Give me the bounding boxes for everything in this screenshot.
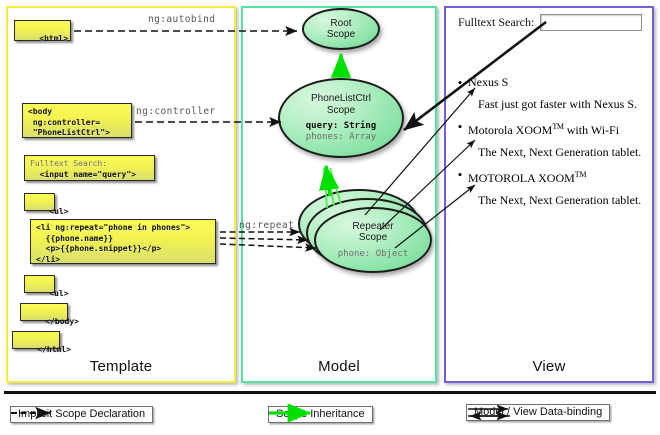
list-item[interactable]: • MOTOROLA XOOMTM The Next, Next Generat… [452, 167, 648, 208]
view-item-snippet: The Next, Next Generation tablet. [478, 193, 642, 207]
code-box-ul-close-text: <ul> [49, 289, 69, 298]
code-box-fulltext-search: Fulltext Search: <input name="query"> [24, 155, 155, 181]
code-box-html-close: </html> [12, 331, 71, 354]
code-box-ul-open: <ul> [24, 193, 69, 216]
code-line-body-3: "PhoneListCtrl"> [28, 128, 110, 137]
scope-repeater-title: Repeater Scope [352, 221, 393, 244]
view-item-trademark: TM [552, 122, 564, 131]
view-item-snippet: The Next, Next Generation tablet. [478, 145, 642, 159]
scope-root: Root Scope [302, 8, 380, 50]
list-item[interactable]: • Nexus S Fast just got faster with Nexu… [452, 75, 648, 112]
view-item-name-tail: with Wi-Fi [563, 123, 620, 137]
code-line-li-3: <p>{{phone.snippet}}</p> [36, 244, 162, 253]
view-search-label: Fulltext Search: [458, 15, 535, 29]
label-ng-repeat: ng:repeat [239, 220, 295, 231]
legend-green-arrow-icon [269, 403, 312, 423]
bullet-icon: • [457, 167, 463, 182]
view-content: Fulltext Search: • Nexus S Fast just got… [452, 14, 648, 208]
scope-phonelistctrl: PhoneListCtrl Scope query: String phones… [278, 78, 404, 158]
code-box-html-open-text: <html> [39, 34, 69, 43]
code-line-li-4: </li> [36, 254, 61, 264]
scope-phonelistctrl-props: query: String phones: Array [306, 121, 376, 143]
view-search-row: Fulltext Search: [452, 14, 648, 31]
legend-divider [4, 391, 656, 394]
legend-scope-inheritance: Scope Inheritance [268, 403, 373, 423]
legend-model-view-data-binding: Model / View Data-binding [466, 404, 611, 421]
code-box-html-open: <html> [14, 20, 71, 43]
code-box-html-close-text: </html> [37, 345, 71, 354]
scope-root-title-line1: Root [330, 17, 352, 29]
label-ng-controller: ng:controller [136, 106, 216, 117]
legend-dashed-arrow-icon [11, 406, 51, 420]
scope-prop-phone: phone: Object [337, 248, 409, 259]
scope-repeater-props: phone: Object [338, 249, 408, 260]
scope-repeater-title-line2: Scope [358, 232, 388, 243]
code-box-body-close: </body> [20, 303, 79, 326]
legend-implicit-scope-declaration: Implicit Scope Declaration [10, 406, 154, 423]
view-item-name: MOTOROLA XOOMTM [468, 167, 587, 186]
scope-phonelistctrl-title-line1: PhoneListCtrl [310, 93, 372, 104]
code-box-body-close-text: </body> [45, 317, 79, 326]
bullet-icon: • [457, 119, 463, 134]
code-box-body-open: <body ng:controller= "PhoneListCtrl"> [22, 103, 132, 138]
label-ng-autobind: ng:autobind [148, 14, 216, 25]
panel-model-label: Model [318, 358, 360, 375]
code-line-body-1: <body [28, 107, 53, 116]
code-line-li-2: {{phone.name}} [36, 233, 114, 243]
scope-repeater-title-line1: Repeater [352, 220, 394, 232]
scope-phonelistctrl-title-line2: Scope [326, 104, 356, 116]
view-item-name: Nexus S [468, 75, 509, 89]
panel-template-label: Template [89, 358, 153, 375]
view-item-trademark: TM [574, 170, 587, 179]
scope-prop-phones: phones: Array [305, 132, 377, 142]
view-item-name-text: Motorola XOOM [468, 123, 553, 137]
code-line-li-1: <li ng:repeat="phone in phones"> [36, 223, 191, 232]
view-search-input[interactable] [540, 14, 643, 31]
code-line-search-1: Fulltext Search: [30, 159, 108, 168]
legend-double-arrow-icon [468, 404, 510, 421]
scope-root-title: Root Scope [327, 18, 355, 41]
code-box-ul-close: <ul> [24, 275, 69, 298]
scope-root-title-line2: Scope [326, 29, 356, 40]
view-phone-list: • Nexus S Fast just got faster with Nexu… [452, 75, 648, 208]
scope-prop-query: query: String [305, 121, 377, 131]
code-line-search-2: <input name="query"> [30, 169, 136, 179]
list-item[interactable]: • Motorola XOOMTM with Wi-Fi The Next, N… [452, 119, 648, 160]
view-item-name-text: MOTOROLA XOOM [468, 171, 575, 185]
code-box-li-repeat: <li ng:repeat="phone in phones"> {{phone… [30, 219, 216, 264]
view-item-name: Motorola XOOMTM with Wi-Fi [468, 119, 619, 138]
scope-repeater: Repeater Scope phone: Object [314, 207, 432, 273]
code-line-body-2: ng:controller= [28, 117, 101, 127]
view-item-snippet: Fast just got faster with Nexus S. [478, 97, 637, 111]
scope-phonelistctrl-title: PhoneListCtrl Scope [311, 93, 371, 116]
panel-view-label: View [532, 358, 566, 375]
bullet-icon: • [457, 75, 463, 90]
code-box-ul-open-text: <ul> [49, 207, 69, 216]
